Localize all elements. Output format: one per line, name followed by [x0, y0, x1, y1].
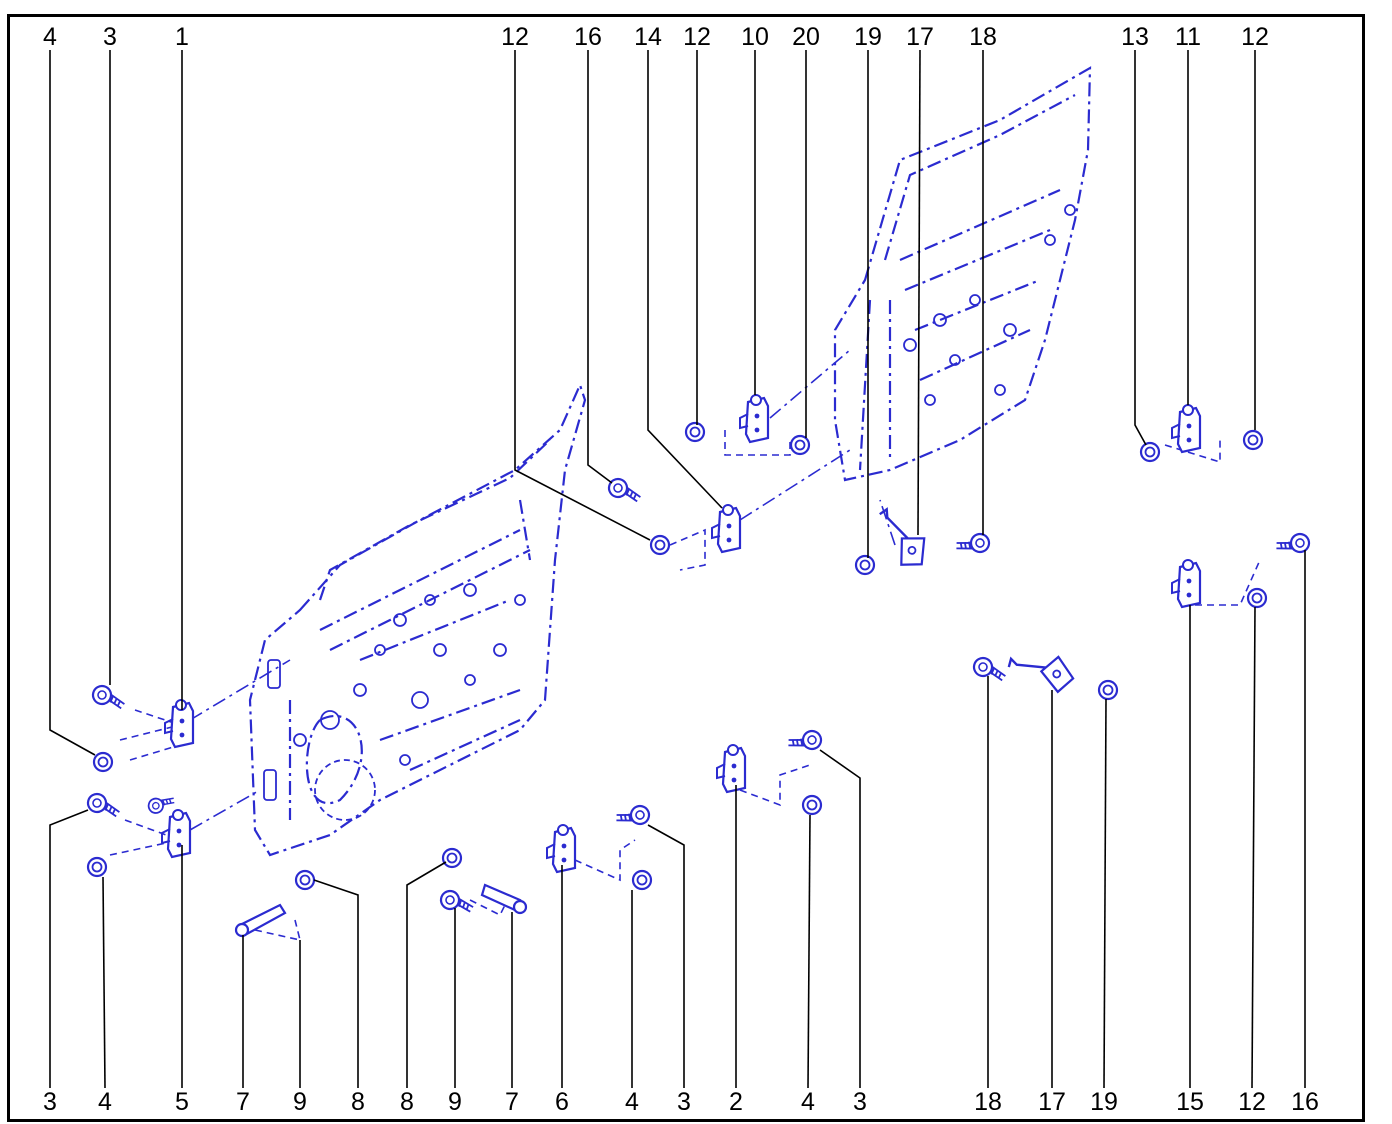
callout-bottom: 2	[729, 1088, 743, 1116]
callout-top: 17	[906, 23, 934, 51]
callout-bottom: 15	[1176, 1088, 1204, 1116]
front-door-holes	[263, 583, 526, 821]
callout-top: 12	[683, 23, 711, 51]
hinge-14	[710, 503, 742, 554]
callout-bottom: 18	[974, 1088, 1002, 1116]
callout-bottom: 4	[98, 1088, 112, 1116]
hinge-6	[545, 823, 577, 874]
front-door-panel	[248, 381, 587, 857]
callout-bottom: 6	[555, 1088, 569, 1116]
callout-top: 4	[43, 23, 57, 51]
callout-bottom: 4	[625, 1088, 639, 1116]
diagram-frame	[7, 14, 1365, 1122]
callout-bottom: 8	[351, 1088, 365, 1116]
top-labels: 4 3 1 12 16 14 12 10 20 19 17 18 13 11 1…	[43, 23, 1269, 51]
callout-top: 10	[741, 23, 769, 51]
check-strap-17-lower	[1004, 635, 1077, 709]
callout-top: 1	[175, 23, 189, 51]
callout-top: 19	[854, 23, 882, 51]
check-strap-17-upper	[870, 507, 932, 570]
callout-top: 12	[1241, 23, 1269, 51]
callout-bottom: 3	[677, 1088, 691, 1116]
hinge-10	[738, 393, 770, 444]
fasteners	[84, 421, 1313, 915]
callout-bottom: 17	[1038, 1088, 1066, 1116]
rear-door-panel	[833, 66, 1092, 482]
callout-top: 20	[792, 23, 820, 51]
callout-top: 14	[634, 23, 662, 51]
link-7-left	[234, 903, 287, 938]
bottom-labels: 3 4 5 7 9 8 8 9 7 6 4 3 2 4 3 18 17 19 1…	[43, 1088, 1319, 1116]
rear-door-holes	[903, 204, 1076, 406]
hinge-15	[1170, 558, 1202, 609]
hinge-1	[163, 698, 195, 749]
callout-top: 16	[574, 23, 602, 51]
callout-top: 18	[969, 23, 997, 51]
callout-bottom: 9	[293, 1088, 307, 1116]
hinge-2	[715, 743, 747, 794]
callout-top: 13	[1121, 23, 1149, 51]
dashed-brackets	[109, 430, 1261, 942]
callout-bottom: 12	[1238, 1088, 1266, 1116]
callout-top: 11	[1175, 23, 1201, 51]
callout-bottom: 9	[448, 1088, 462, 1116]
callout-bottom: 3	[853, 1088, 867, 1116]
hinge-11	[1170, 403, 1202, 454]
callout-bottom: 7	[236, 1088, 250, 1116]
link-7-right	[480, 883, 528, 915]
leader-lines	[49, 49, 1306, 1089]
callout-bottom: 19	[1090, 1088, 1118, 1116]
alignment-lines	[189, 349, 896, 831]
callout-bottom: 4	[801, 1088, 815, 1116]
callout-bottom: 8	[400, 1088, 414, 1116]
hinge-5	[160, 808, 192, 859]
callout-top: 12	[501, 23, 529, 51]
callout-bottom: 16	[1291, 1088, 1319, 1116]
callout-bottom: 3	[43, 1088, 57, 1116]
callout-bottom: 5	[175, 1088, 189, 1116]
callout-top: 3	[103, 23, 117, 51]
callout-bottom: 7	[505, 1088, 519, 1116]
